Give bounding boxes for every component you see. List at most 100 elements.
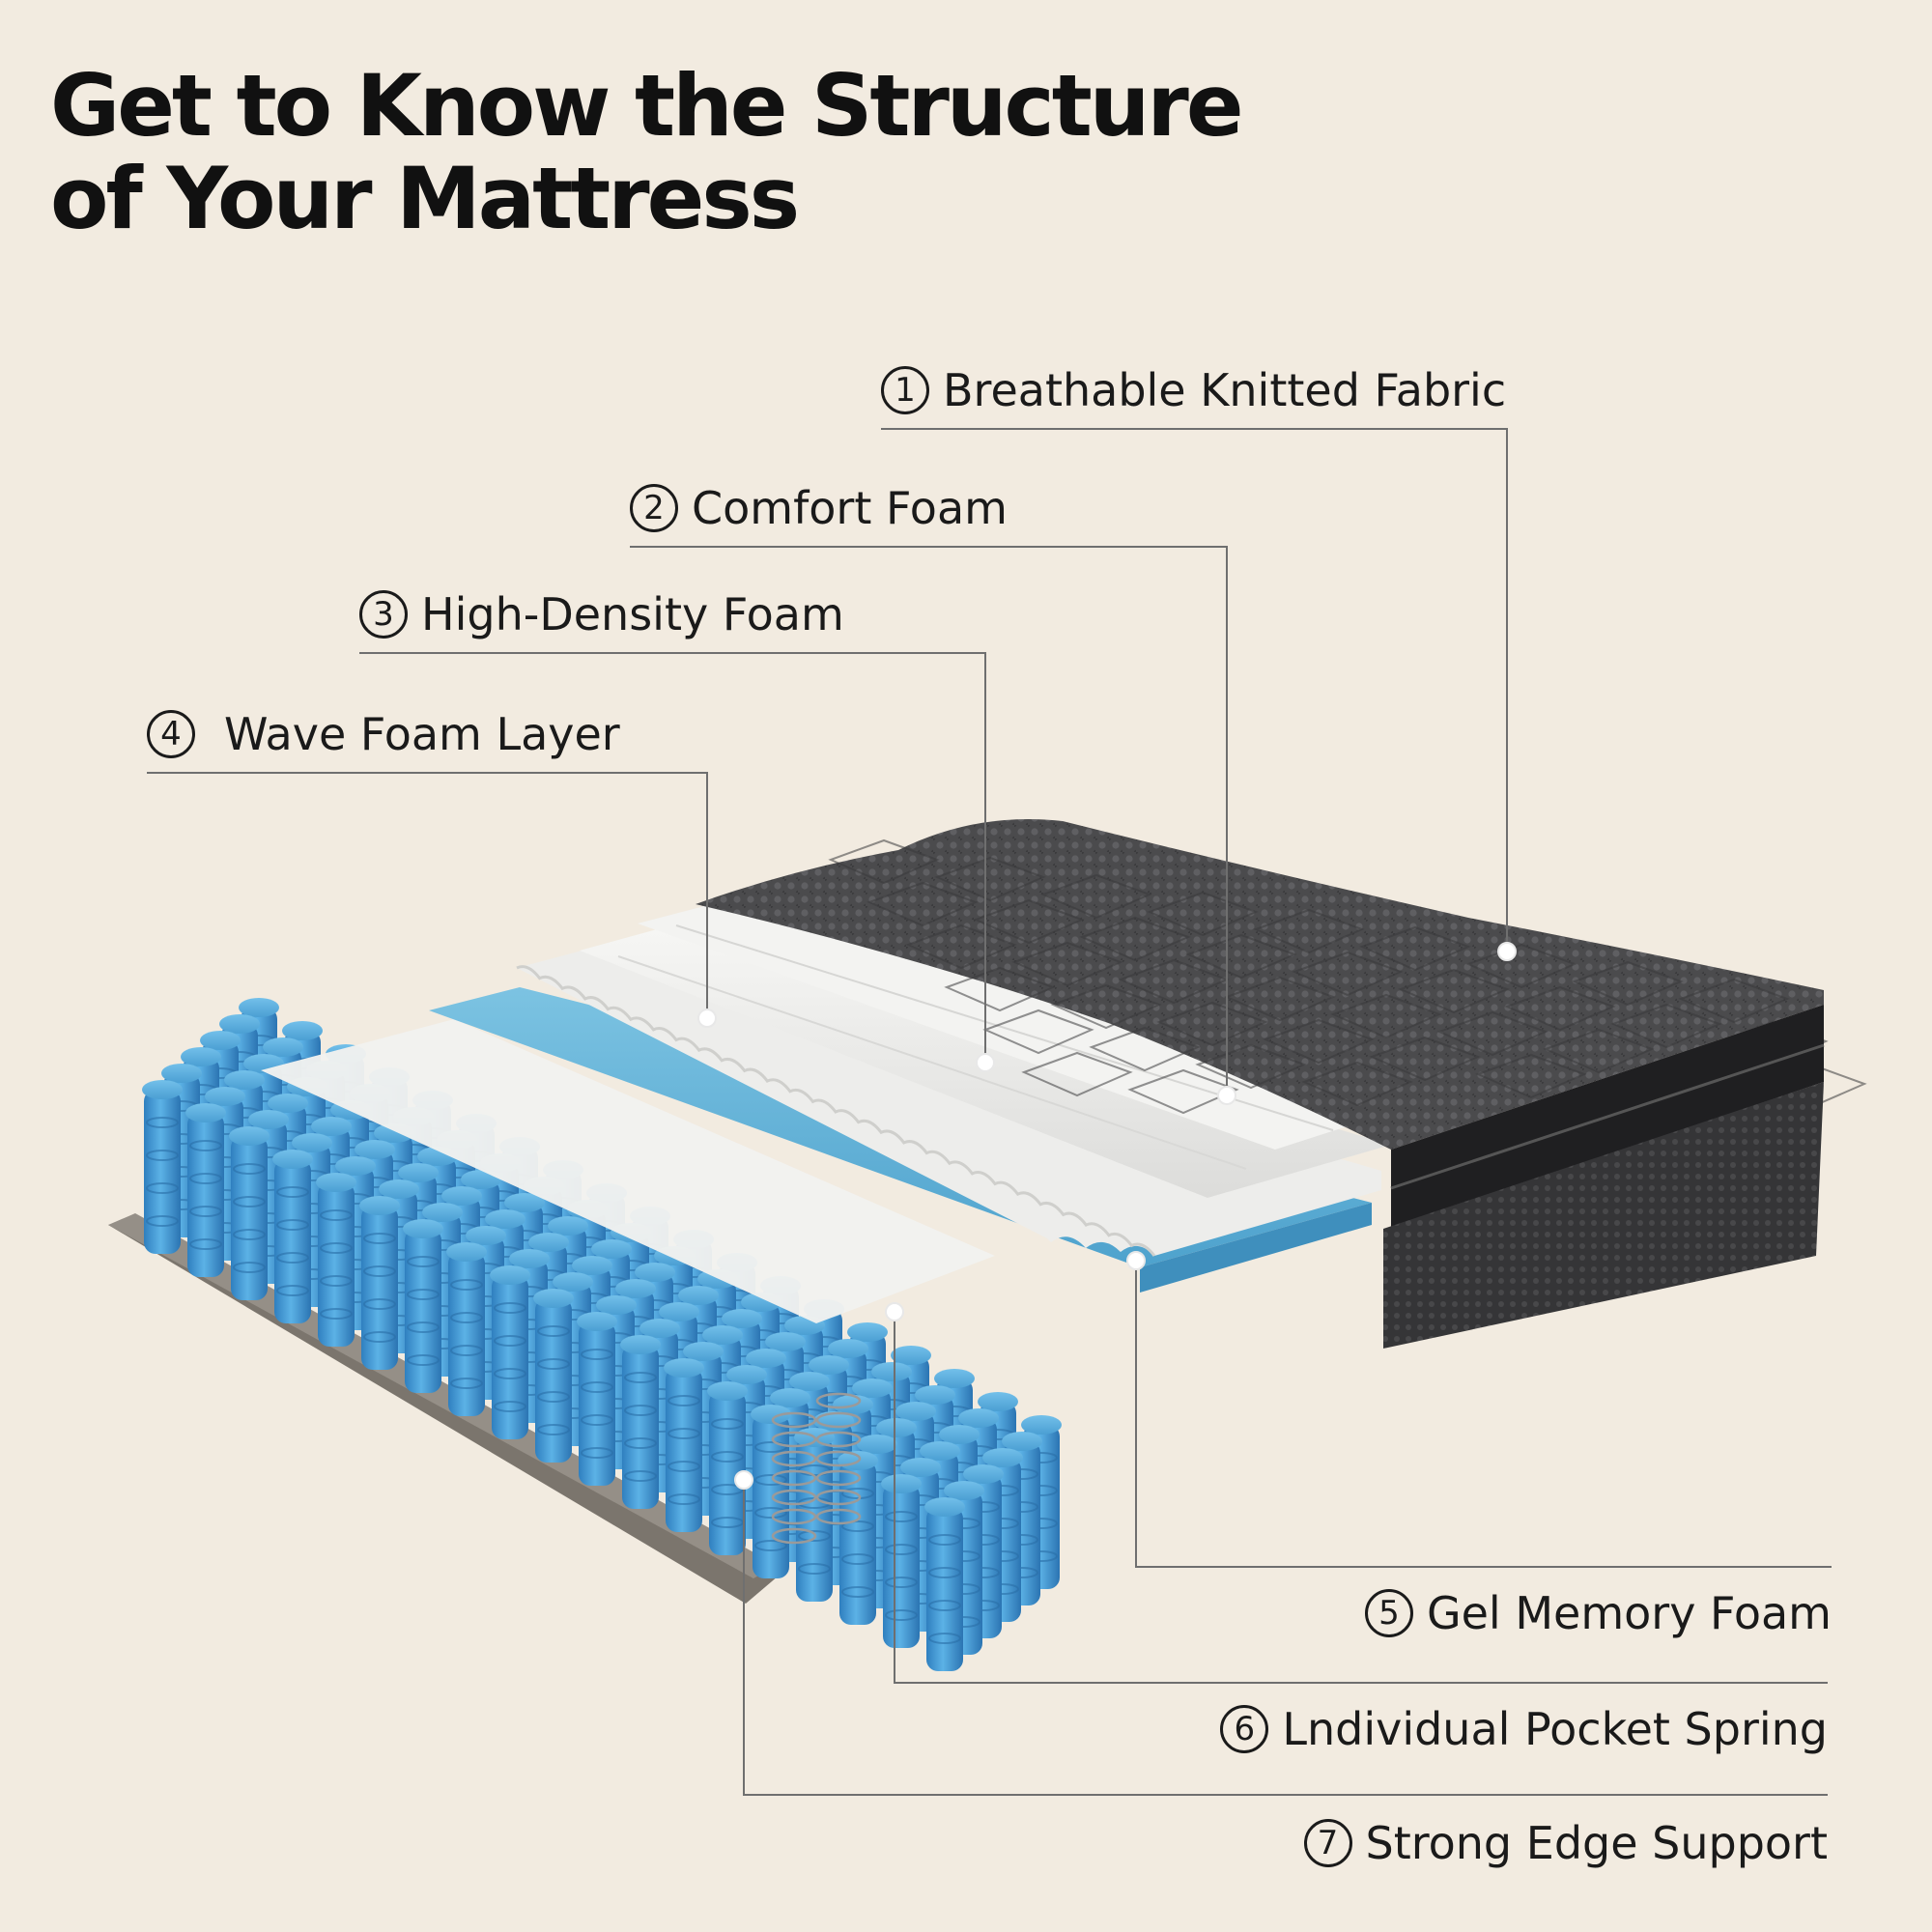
spring-ridge [189, 1238, 222, 1250]
metal-coil [815, 1469, 862, 1487]
spring-ridge [146, 1215, 179, 1227]
spring-body [753, 1414, 789, 1578]
marker-1 [1497, 942, 1517, 961]
leader-line-2 [630, 546, 1228, 1095]
spring-top [282, 1021, 323, 1040]
spring-top [726, 1365, 767, 1384]
quilt-diamond [1436, 1010, 1548, 1057]
spring-top [678, 1286, 719, 1305]
quilt-diamond [1504, 985, 1616, 1032]
spring-ridge [450, 1345, 483, 1356]
quilt-diamond [1572, 960, 1684, 1007]
spring-body [144, 1090, 181, 1254]
marker-7 [734, 1470, 753, 1490]
spring-top [379, 1179, 419, 1199]
spring-ridge [320, 1242, 353, 1254]
spring-body [883, 1484, 920, 1648]
spring-top [596, 1295, 637, 1315]
spring-top [639, 1319, 680, 1338]
spring-ridge [885, 1609, 918, 1621]
callout-gel-memory-foam: 5 Gel Memory Foam [1364, 1584, 1832, 1642]
quilt-diamond [1301, 1061, 1413, 1107]
quilt-diamond [934, 856, 1046, 902]
spring-ridge [189, 1206, 222, 1217]
metal-coil [771, 1431, 817, 1448]
pocket-spring [229, 1126, 270, 1300]
spring-body [318, 1182, 355, 1347]
spring-top [963, 1464, 1004, 1484]
pocket-spring [359, 1196, 400, 1370]
spring-ridge [668, 1461, 700, 1472]
spring-ridge [276, 1285, 309, 1296]
spring-body [361, 1206, 398, 1370]
spring-ridge [928, 1567, 961, 1578]
marker-5 [1126, 1251, 1146, 1270]
spring-top [292, 1133, 332, 1152]
spring-body [405, 1229, 441, 1393]
quilt-diamond [1398, 968, 1510, 1014]
spring-ridge [754, 1540, 787, 1551]
spring-ridge [407, 1354, 440, 1366]
quilt-diamond [1359, 925, 1471, 972]
metal-coil [771, 1489, 817, 1506]
leader-line-3 [359, 652, 986, 1063]
spring-ridge [146, 1117, 179, 1128]
spring-top [359, 1196, 400, 1215]
pocket-spring [577, 1312, 617, 1486]
spring-top [509, 1249, 550, 1268]
callout-wave-foam-layer: 4 Wave Foam Layer [147, 705, 620, 763]
spring-top [722, 1309, 762, 1328]
spring-ridge [450, 1378, 483, 1389]
spring-ridge [885, 1511, 918, 1522]
spring-top [268, 1094, 308, 1113]
spring-ridge [798, 1530, 831, 1542]
spring-ridge [537, 1358, 570, 1370]
spring-ridge [363, 1233, 396, 1244]
markers [697, 942, 1517, 1490]
spring-ridge [668, 1493, 700, 1505]
spring-top [620, 1335, 661, 1354]
spring-top [978, 1392, 1018, 1411]
pocket-spring [924, 1497, 965, 1671]
metal-coil [815, 1450, 862, 1467]
marker-3 [976, 1053, 995, 1072]
callout-number-6: 6 [1220, 1705, 1269, 1753]
spring-top [765, 1332, 806, 1351]
quilt-diamond [973, 898, 1085, 945]
spring-top [939, 1425, 980, 1444]
spring-top [683, 1342, 724, 1361]
quilt-diamond [982, 1009, 1094, 1055]
metal-coil [771, 1411, 817, 1429]
spring-ridge [537, 1391, 570, 1403]
quilt-diamond [867, 881, 979, 927]
spring-body [709, 1391, 746, 1555]
spring-top [664, 1358, 704, 1378]
spring-body [839, 1461, 876, 1625]
spring-ridge [450, 1279, 483, 1291]
spring-ridge [363, 1298, 396, 1310]
spring-top [924, 1497, 965, 1517]
spring-top [591, 1239, 632, 1259]
mattress-seam [1390, 1043, 1825, 1190]
spring-top [577, 1312, 617, 1331]
spring-body [187, 1113, 224, 1277]
quilt-diamond [1195, 1043, 1307, 1090]
spring-top [466, 1226, 506, 1245]
spring-top [891, 1346, 931, 1365]
spring-top [533, 1289, 574, 1308]
quilt-diamond [1185, 933, 1297, 980]
spring-top [572, 1256, 612, 1275]
quilt-diamond [1369, 1036, 1481, 1082]
pocket-spring [620, 1335, 661, 1509]
callout-label-6: Lndividual Pocket Spring [1282, 1703, 1828, 1755]
spring-ridge [581, 1381, 613, 1393]
spring-ridge [189, 1140, 222, 1151]
spring-top [1021, 1415, 1062, 1435]
spring-body [492, 1275, 528, 1439]
quilt-diamond [1147, 891, 1259, 937]
spring-ridge [233, 1262, 266, 1273]
pocket-spring [316, 1173, 356, 1347]
metal-coil [771, 1508, 817, 1525]
spring-top [944, 1481, 984, 1500]
